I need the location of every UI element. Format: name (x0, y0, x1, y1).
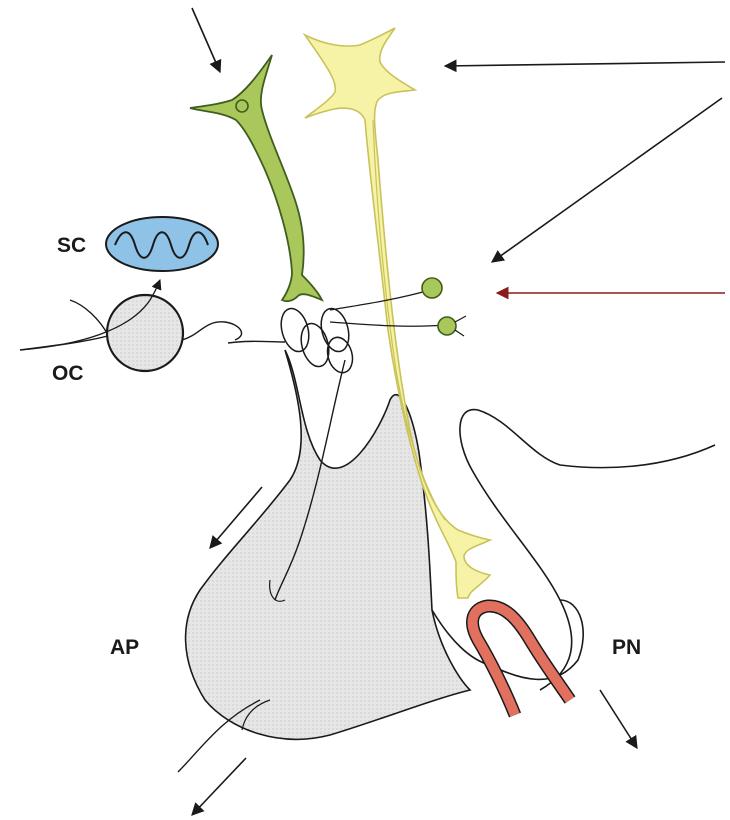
arrow-pn-right (600, 690, 637, 748)
label-sc: SC (57, 234, 86, 258)
ventricle-outline (460, 410, 715, 690)
green-bulb-2 (438, 317, 456, 335)
arrow-diagonal-right (492, 98, 722, 262)
label-pn: PN (612, 636, 641, 660)
optic-nerve-right (182, 322, 285, 343)
green-bulb-1 (422, 278, 442, 298)
green-neuron-nucleus (236, 100, 248, 112)
bulb-fibre-1 (330, 290, 430, 310)
label-oc: OC (52, 362, 84, 386)
arrow-bottom-left (192, 758, 246, 815)
blood-vessel-fill (473, 606, 570, 715)
anterior-pituitary (186, 350, 470, 739)
arrow-top-right (445, 62, 725, 66)
label-ap: AP (110, 636, 139, 660)
arrow-top-left (192, 8, 220, 72)
green-neuron (190, 55, 322, 301)
suprachiasmatic-nucleus (106, 217, 218, 271)
